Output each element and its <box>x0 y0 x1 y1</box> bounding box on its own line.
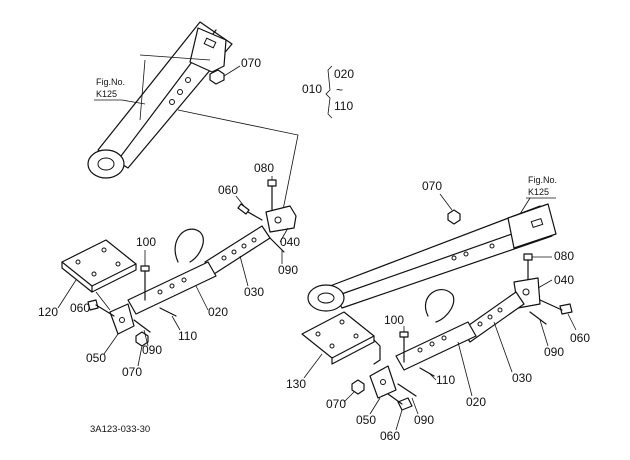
label-020-left: 020 <box>208 305 228 319</box>
label-090-left-right: 090 <box>278 263 298 277</box>
lift-rod-left <box>87 179 297 347</box>
label-100-left: 100 <box>136 235 156 249</box>
label-020-right: 020 <box>466 395 486 409</box>
label-110-right: 110 <box>436 373 455 387</box>
label-070-left-bottom: 070 <box>122 365 142 379</box>
label-090-left-bottom: 090 <box>142 343 162 357</box>
range-label: 010 020 ~ 110 <box>302 65 354 119</box>
range-to: 110 <box>334 99 353 113</box>
lower-link-right <box>307 203 557 312</box>
label-060-left-bottom: 060 <box>70 301 90 315</box>
label-040-left: 040 <box>280 235 300 249</box>
label-070-right-top: 070 <box>422 179 442 193</box>
drawing-code: 3A123-033-30 <box>90 424 150 435</box>
label-070-right-bottom: 070 <box>326 397 346 411</box>
lower-link-left <box>87 21 233 179</box>
plate-120 <box>61 239 137 311</box>
label-080-left: 080 <box>254 161 274 175</box>
label-090-right-right: 090 <box>544 345 564 359</box>
fig-ref-right-number: K125 <box>528 187 549 197</box>
label-030-right: 030 <box>512 371 532 385</box>
label-090-right-bottom: 090 <box>414 413 434 427</box>
range-start: 010 <box>302 82 322 96</box>
label-070-top-left: 070 <box>241 56 261 70</box>
label-060-right-bottom: 060 <box>380 429 400 443</box>
plate-130 <box>301 311 381 365</box>
label-120: 120 <box>38 305 58 319</box>
range-from: 020 <box>334 67 354 81</box>
label-050-left: 050 <box>86 351 106 365</box>
label-130: 130 <box>286 377 306 391</box>
label-080-right: 080 <box>554 249 574 263</box>
fig-ref-right-title: Fig.No. <box>528 175 557 185</box>
fig-ref-right: Fig.No. K125 <box>519 175 557 215</box>
fig-ref-left-number: K125 <box>96 89 117 99</box>
lift-rod-right <box>351 253 573 411</box>
label-110-left: 110 <box>178 329 197 343</box>
range-tilde: ~ <box>336 83 343 97</box>
label-100-right: 100 <box>384 313 404 327</box>
label-060-left-top: 060 <box>218 183 238 197</box>
label-030-left: 030 <box>244 285 264 299</box>
label-050-right: 050 <box>356 413 376 427</box>
label-060-right-right: 060 <box>570 331 590 345</box>
label-040-right: 040 <box>554 273 574 287</box>
fig-ref-left-title: Fig.No. <box>96 77 125 87</box>
